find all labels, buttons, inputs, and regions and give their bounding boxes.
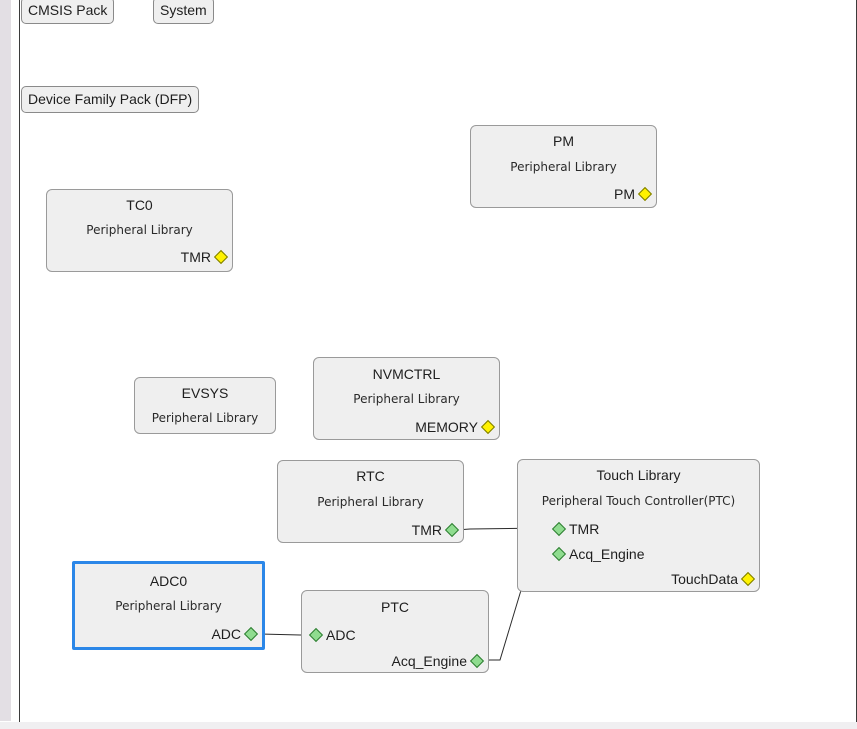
pm-component[interactable]: PM Peripheral Library PM — [470, 125, 657, 208]
nvmctrl-port-label: MEMORY — [415, 419, 478, 435]
yellow-diamond-icon[interactable] — [740, 571, 756, 587]
green-diamond-icon[interactable] — [308, 627, 324, 643]
cmsis-pack-button[interactable]: CMSIS Pack — [21, 0, 115, 24]
adc0-port-label: ADC — [211, 626, 241, 642]
ptc-port-adc[interactable]: ADC — [308, 627, 356, 643]
touch-library-component[interactable]: Touch Library Peripheral Touch Controlle… — [517, 459, 760, 592]
touch-port-tmr[interactable]: TMR — [551, 521, 600, 537]
tc0-component[interactable]: TC0 Peripheral Library TMR — [46, 189, 233, 272]
touch-port-acq-label: Acq_Engine — [569, 546, 645, 562]
nvmctrl-port[interactable]: MEMORY — [415, 419, 496, 435]
rtc-title: RTC — [356, 468, 385, 484]
touch-library-title: Touch Library — [596, 467, 681, 483]
touch-port-touchdata-label: TouchData — [671, 571, 738, 587]
green-diamond-icon[interactable] — [243, 626, 259, 642]
adc0-component[interactable]: ADC0 Peripheral Library ADC — [72, 561, 265, 650]
rtc-port-tmr[interactable]: TMR — [411, 522, 460, 538]
evsys-component[interactable]: EVSYS Peripheral Library — [134, 377, 276, 434]
green-diamond-icon[interactable] — [469, 653, 485, 669]
tc0-port[interactable]: TMR — [180, 249, 229, 265]
touch-port-touchdata[interactable]: TouchData — [671, 571, 756, 587]
adc0-subtitle: Peripheral Library — [115, 599, 222, 613]
green-diamond-icon[interactable] — [551, 521, 567, 537]
system-button[interactable]: System — [153, 0, 214, 24]
touch-port-acq-engine[interactable]: Acq_Engine — [551, 546, 645, 562]
green-diamond-icon[interactable] — [444, 522, 460, 538]
pm-title: PM — [553, 133, 574, 149]
nvmctrl-component[interactable]: NVMCTRL Peripheral Library MEMORY — [313, 357, 500, 440]
evsys-title: EVSYS — [181, 385, 229, 401]
left-panel-edge — [0, 0, 11, 721]
pm-subtitle: Peripheral Library — [510, 160, 617, 174]
adc0-title: ADC0 — [149, 573, 188, 589]
yellow-diamond-icon[interactable] — [637, 186, 653, 202]
ptc-port-acq-label: Acq_Engine — [391, 653, 467, 669]
rtc-subtitle: Peripheral Library — [317, 495, 424, 509]
ptc-title: PTC — [381, 599, 409, 615]
adc0-port-adc[interactable]: ADC — [211, 626, 259, 642]
nvmctrl-title: NVMCTRL — [372, 366, 441, 382]
pm-port[interactable]: PM — [614, 186, 653, 202]
yellow-diamond-icon[interactable] — [213, 249, 229, 265]
nvmctrl-subtitle: Peripheral Library — [353, 392, 460, 406]
horizontal-scrollbar-track[interactable] — [0, 722, 857, 729]
ptc-port-acq-engine[interactable]: Acq_Engine — [391, 653, 485, 669]
tc0-title: TC0 — [126, 197, 153, 213]
touch-library-subtitle: Peripheral Touch Controller(PTC) — [541, 494, 736, 508]
rtc-component[interactable]: RTC Peripheral Library TMR — [277, 460, 464, 543]
ptc-component[interactable]: PTC ADC Acq_Engine — [301, 590, 489, 673]
green-diamond-icon[interactable] — [551, 546, 567, 562]
yellow-diamond-icon[interactable] — [480, 419, 496, 435]
tc0-port-label: TMR — [180, 249, 211, 265]
touch-port-tmr-label: TMR — [569, 521, 600, 537]
ptc-port-adc-label: ADC — [326, 627, 356, 643]
rtc-port-label: TMR — [411, 522, 442, 538]
pm-port-label: PM — [614, 186, 635, 202]
tc0-subtitle: Peripheral Library — [86, 223, 193, 237]
device-family-pack-button[interactable]: Device Family Pack (DFP) — [21, 86, 200, 113]
evsys-subtitle: Peripheral Library — [151, 411, 259, 425]
